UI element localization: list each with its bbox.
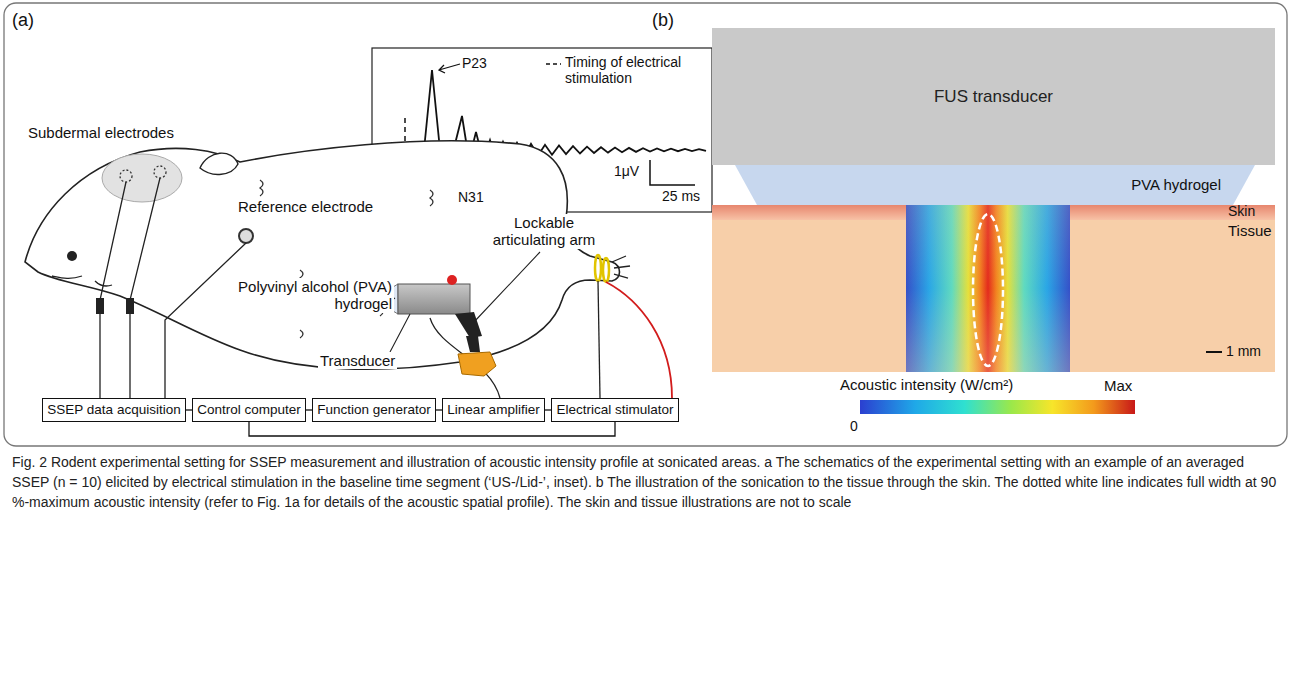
- node-text: FUS transducer: [934, 87, 1053, 107]
- scale-bar: [1206, 351, 1222, 353]
- stimulator-wire-red: [606, 282, 672, 398]
- transducer-body: [398, 284, 470, 314]
- process-box: Function generator: [312, 398, 436, 422]
- electrode: [120, 170, 132, 182]
- brain: [102, 154, 182, 202]
- intensity-fade: [906, 205, 1070, 372]
- node-text: Control computer: [197, 402, 301, 417]
- node-text: Linear amplifier: [447, 402, 539, 417]
- stimulator-wire: [598, 281, 600, 398]
- text-label: Reference electrode: [236, 198, 375, 215]
- text-label: (b): [652, 10, 674, 31]
- text-label: Acoustic intensity (W/cm²): [840, 376, 1013, 393]
- connector-block: [96, 298, 104, 314]
- text-label: Skin: [1228, 203, 1255, 219]
- focal-contour: [973, 214, 1003, 366]
- intensity-map: [906, 205, 1070, 372]
- text-label: Polyvinyl alcohol (PVA) hydrogel: [218, 278, 394, 313]
- scale-bar: [650, 160, 695, 185]
- colorbar: [860, 400, 1135, 414]
- process-box: SSEP data acquisition: [42, 398, 186, 422]
- rat-outline: [25, 141, 620, 369]
- text-label: Transducer: [318, 352, 397, 369]
- transducer-led: [447, 275, 457, 285]
- paw-electrode: [603, 258, 609, 282]
- leader-line: [390, 252, 540, 352]
- hydrogel-pad: PVA hydrogel: [735, 165, 1255, 205]
- node-text: PVA hydrogel: [1131, 176, 1221, 193]
- text-label: 1 mm: [1226, 343, 1261, 359]
- text-label: 1μV: [614, 163, 639, 179]
- text-label: N31: [458, 189, 484, 205]
- dash-legend: [546, 63, 561, 65]
- arm-knob: [458, 352, 496, 376]
- text-label: P23: [462, 55, 487, 71]
- node-text: Electrical stimulator: [556, 402, 673, 417]
- electrode: [154, 166, 166, 178]
- text-label: Tissue: [1228, 222, 1272, 239]
- node-text: Function generator: [317, 402, 430, 417]
- leader-arrow: [439, 64, 460, 73]
- connector-block: [126, 298, 134, 314]
- rat-ear: [200, 153, 238, 174]
- rat-eye: [67, 251, 77, 261]
- text-label: Subdermal electrodes: [26, 124, 176, 141]
- connector: [249, 422, 615, 436]
- text-label: Lockable articulating arm: [480, 214, 608, 249]
- text-label: Timing of electrical stimulation: [565, 54, 705, 86]
- text-label: Max: [1104, 377, 1132, 394]
- tissue: [712, 205, 1275, 372]
- text-label: 25 ms: [662, 188, 700, 204]
- node-text: SSEP data acquisition: [47, 402, 180, 417]
- figure-caption: Fig. 2 Rodent experimental setting for S…: [12, 452, 1280, 512]
- paw-electrode: [595, 255, 601, 281]
- hydrogel-shape: [735, 165, 1255, 205]
- process-box: Electrical stimulator: [551, 398, 679, 422]
- paw-fingers: [612, 256, 630, 278]
- reference-electrode: [239, 229, 253, 243]
- process-box: Linear amplifier: [442, 398, 545, 422]
- process-box: Control computer: [192, 398, 306, 422]
- text-label: 0: [850, 418, 858, 434]
- figure-frame: [4, 3, 1287, 446]
- text-label: (a): [12, 10, 34, 31]
- transducer-block: FUS transducer: [712, 28, 1275, 165]
